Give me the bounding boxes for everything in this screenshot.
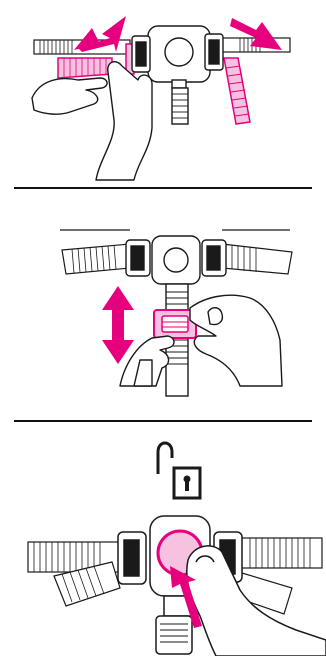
step-1-panel [0, 0, 326, 190]
strap-webbing-icon [60, 229, 293, 275]
strap-webbing-icon [27, 537, 323, 615]
hand-icon [119, 294, 283, 387]
section-divider [14, 420, 312, 422]
section-divider [14, 187, 312, 189]
step-2-panel [0, 190, 326, 420]
step-3-panel [0, 420, 326, 656]
chest-clip-icon [153, 309, 197, 339]
arrow-up-icon [170, 566, 202, 628]
double-arrow-vertical-icon [102, 286, 134, 364]
arrow-right-icon [230, 18, 282, 50]
strap-pink-right [223, 57, 251, 125]
step-2-illustration [60, 229, 293, 397]
open-padlock-icon [156, 441, 202, 500]
hand-icon [31, 61, 153, 181]
step-3-illustration [27, 441, 326, 656]
harness-buckle-icon [131, 25, 224, 125]
arrow-left-icon [74, 16, 126, 52]
step-1-illustration [31, 16, 291, 181]
